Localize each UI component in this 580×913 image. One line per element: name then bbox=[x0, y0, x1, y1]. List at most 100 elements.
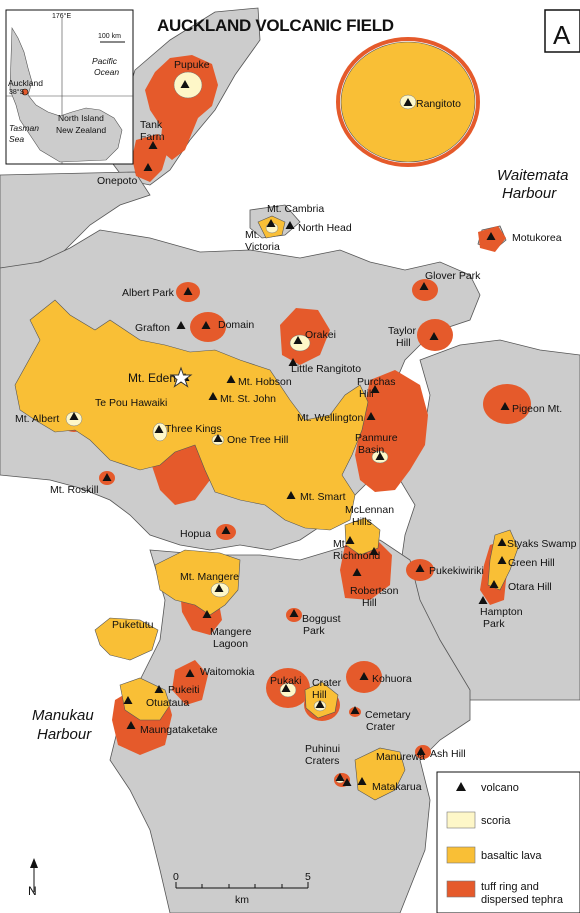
harbour-waitemata-2: Harbour bbox=[502, 185, 557, 202]
label-kohuora: Kohuora bbox=[372, 673, 412, 685]
label-pukekiwiriki: Pukekiwiriki bbox=[429, 565, 484, 577]
label-mt-st-john: Mt. St. John bbox=[220, 393, 276, 405]
label-mt-richmond-1: Mt. bbox=[333, 538, 348, 550]
legend-tephra-swatch bbox=[446, 880, 476, 898]
legend-volcano-icon bbox=[456, 782, 466, 791]
label-robertson-1: Robertson bbox=[350, 585, 399, 597]
scale-zero: 0 bbox=[173, 871, 179, 883]
label-hampton-1: Hampton bbox=[480, 606, 523, 618]
harbour-manukau-2: Harbour bbox=[37, 726, 92, 743]
label-puhinui-2: Craters bbox=[305, 755, 339, 767]
label-mclennan-2: Hills bbox=[352, 516, 372, 528]
inset-north-island bbox=[9, 26, 123, 163]
volcano-icon bbox=[185, 669, 195, 677]
volcano-icon bbox=[123, 696, 133, 704]
label-mt-victoria-2: Victoria bbox=[245, 241, 280, 253]
label-hampton-2: Park bbox=[483, 618, 505, 630]
volcano-icon bbox=[497, 538, 507, 546]
label-tank-farm-1: Tank bbox=[140, 119, 163, 131]
inset-pacific-2: Ocean bbox=[94, 67, 119, 77]
volcano-icon bbox=[375, 452, 385, 460]
label-mangere-lagoon-1: Mangere bbox=[210, 626, 252, 638]
label-grafton: Grafton bbox=[135, 322, 170, 334]
inset-tasman-2: Sea bbox=[9, 134, 24, 144]
volcano-icon bbox=[226, 375, 236, 383]
label-rangitoto: Rangitoto bbox=[416, 98, 461, 110]
volcano-icon bbox=[342, 778, 352, 786]
inset-north-island-2: New Zealand bbox=[56, 125, 106, 135]
label-styaks-swamp: Styaks Swamp bbox=[507, 538, 577, 550]
volcano-icon bbox=[352, 568, 362, 576]
label-mt-wellington: Mt. Wellington bbox=[297, 412, 363, 424]
volcano-icon bbox=[281, 684, 291, 692]
label-mt-smart: Mt. Smart bbox=[300, 491, 346, 503]
label-mclennan-1: McLennan bbox=[345, 504, 394, 516]
label-albert-park: Albert Park bbox=[122, 287, 175, 299]
legend-scoria-swatch bbox=[446, 811, 476, 829]
label-maungataketake: Maungataketake bbox=[140, 724, 218, 736]
inset-auckland: Auckland bbox=[8, 78, 43, 88]
label-waitomokia: Waitomokia bbox=[200, 666, 255, 678]
label-three-kings: Three Kings bbox=[165, 423, 222, 435]
volcano-icon bbox=[293, 336, 303, 344]
north-arrow: N bbox=[28, 858, 38, 898]
volcano-icon bbox=[154, 425, 164, 433]
volcano-icon bbox=[370, 385, 380, 393]
legend-lava-swatch bbox=[446, 846, 476, 864]
lava-mt-mangere bbox=[154, 549, 241, 616]
label-mt-albert: Mt. Albert bbox=[15, 413, 59, 425]
label-matakarua: Matakarua bbox=[372, 781, 422, 793]
lava-mt-richmond bbox=[344, 517, 381, 556]
volcano-icon bbox=[176, 321, 186, 329]
volcano-icon bbox=[478, 596, 488, 604]
volcano-icon bbox=[486, 232, 496, 240]
label-cemetary-1: Cemetary bbox=[365, 709, 411, 721]
label-boggust-1: Boggust bbox=[302, 613, 341, 625]
legend-lava: basaltic lava bbox=[481, 850, 542, 862]
label-pukaki: Pukaki bbox=[270, 675, 302, 687]
scale-five: 5 bbox=[305, 871, 311, 883]
tephra-robertson bbox=[340, 538, 392, 600]
volcano-icon bbox=[202, 610, 212, 618]
label-hopua: Hopua bbox=[180, 528, 211, 540]
inset-lat: 38°S bbox=[9, 88, 25, 96]
label-boggust-2: Park bbox=[303, 625, 325, 637]
volcano-icon bbox=[315, 700, 325, 708]
volcano-icon bbox=[102, 473, 112, 481]
volcano-icon bbox=[214, 584, 224, 592]
inset-pacific-1: Pacific bbox=[92, 56, 118, 66]
inset-tasman-1: Tasman bbox=[9, 123, 39, 133]
volcano-icon bbox=[286, 491, 296, 499]
label-purchas-hill-2: Hill bbox=[359, 388, 374, 400]
volcano-icon bbox=[208, 392, 218, 400]
volcano-icon bbox=[497, 556, 507, 564]
tephra-rangitoto-ring bbox=[336, 37, 480, 167]
north-label: N bbox=[28, 884, 37, 898]
scoria-pupuke bbox=[173, 71, 203, 99]
volcano-icon bbox=[419, 282, 429, 290]
tephra-waitomokia bbox=[172, 660, 208, 705]
label-mt-mangere: Mt. Mangere bbox=[180, 571, 239, 583]
label-motukorea: Motukorea bbox=[512, 232, 562, 244]
legend-scoria: scoria bbox=[481, 815, 511, 827]
label-north-head: North Head bbox=[298, 222, 352, 234]
volcano-icon bbox=[213, 434, 223, 442]
volcano-labels: Pupuke Tank Farm Onepoto Rangitoto Mt. C… bbox=[15, 59, 577, 793]
tephra-pigeon bbox=[483, 384, 531, 424]
tephra-mt-wellington bbox=[355, 370, 428, 492]
label-ash-hill: Ash Hill bbox=[430, 748, 466, 760]
label-taylor-hill-2: Hill bbox=[396, 337, 411, 349]
legend-volcano: volcano bbox=[481, 782, 519, 794]
label-robertson-2: Hill bbox=[362, 597, 377, 609]
harbour-manukau-1: Manukau bbox=[32, 707, 94, 724]
volcano-icon bbox=[415, 564, 425, 572]
volcano-icon bbox=[126, 721, 136, 729]
label-pupuke: Pupuke bbox=[174, 59, 210, 71]
label-panmure-2: Basin bbox=[358, 444, 384, 456]
volcano-icon bbox=[148, 141, 158, 149]
volcano-icon bbox=[359, 672, 369, 680]
label-otara-hill: Otara Hill bbox=[508, 581, 552, 593]
legend-tephra-2: dispersed tephra bbox=[481, 894, 564, 906]
volcano-icon bbox=[500, 402, 510, 410]
